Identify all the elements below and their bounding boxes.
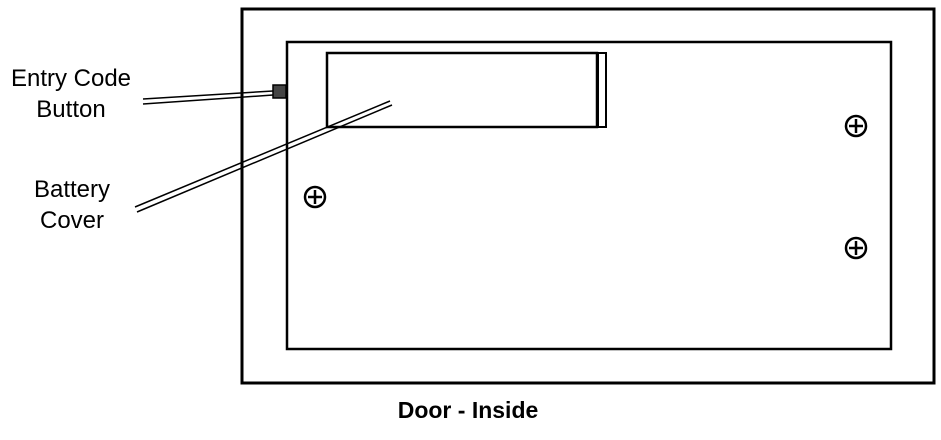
entry-code-button-label-line1: Entry Code — [10, 65, 132, 92]
door-outer-frame — [240, 7, 936, 385]
screw-icon — [844, 114, 868, 138]
battery-cover-leader-line — [134, 100, 393, 213]
entry-code-leader-line — [142, 90, 274, 105]
diagram-caption: Door - Inside — [397, 397, 539, 423]
lock-panel — [285, 40, 893, 351]
battery-cover-label-line1: Battery — [33, 176, 111, 203]
battery-cover-label: Battery Cover — [12, 174, 132, 236]
screw-icon — [303, 185, 327, 209]
entry-code-button-label: Entry Code Button — [2, 63, 140, 125]
battery-cover-label-line2: Cover — [39, 207, 105, 234]
entry-code-button — [272, 84, 287, 99]
battery-cover-tab — [597, 52, 607, 128]
screw-icon — [844, 236, 868, 260]
entry-code-button-label-line2: Button — [36, 96, 106, 123]
